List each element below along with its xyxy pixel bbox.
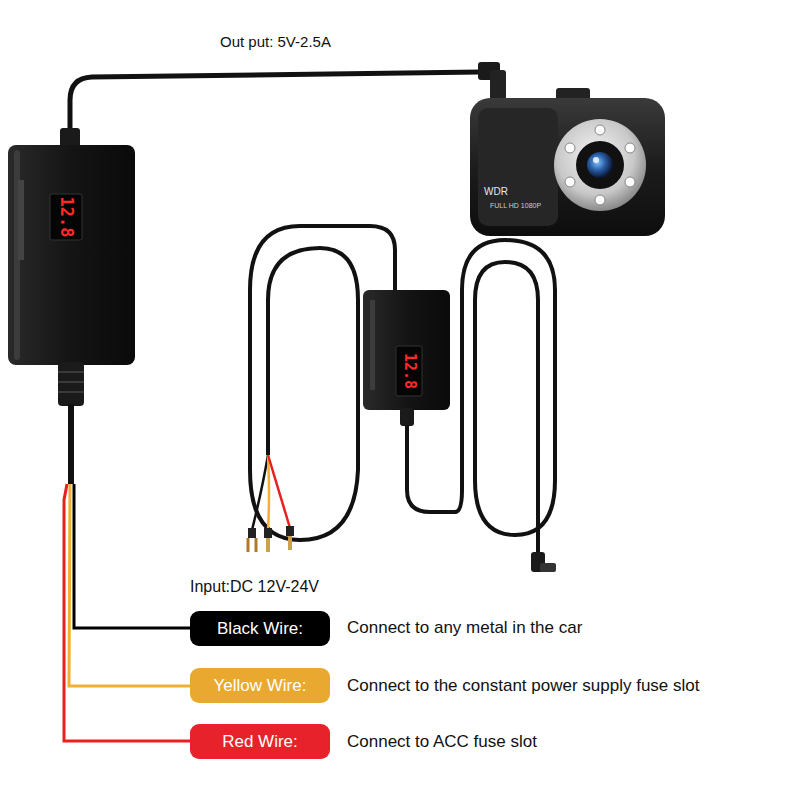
ir-led [595, 125, 605, 135]
box-highlight [370, 300, 375, 390]
lens-ring [554, 119, 646, 211]
cable-grommet [400, 408, 414, 426]
input-spec: Input:DC 12V-24V [190, 578, 319, 595]
ir-led [625, 143, 635, 153]
voltage-display: 12.8 [57, 197, 77, 238]
wire-name: Red Wire: [222, 732, 298, 752]
output-cable [70, 72, 480, 134]
camera-badge: WDR [484, 186, 508, 198]
wire-instruction: Connect to the constant power supply fus… [347, 676, 699, 695]
camera-badge: WDR [484, 186, 508, 197]
converter-box [363, 290, 450, 410]
wire-terminal [286, 526, 294, 536]
ir-led [565, 143, 575, 153]
output-spec: Out put: 5V-2.5A [220, 33, 331, 50]
usb-plug [540, 563, 556, 572]
voltage-display: 12.8 [56, 197, 76, 238]
coiled-cable [407, 240, 555, 556]
yellow-wire [69, 484, 190, 686]
black-wire [74, 484, 190, 628]
wire-tag: Black Wire: [190, 611, 330, 646]
yellow-wire [268, 455, 269, 530]
black-wire [252, 455, 268, 530]
ir-led [565, 177, 575, 187]
red-wire [268, 455, 290, 528]
grommet-ridge [58, 381, 84, 383]
ir-led [625, 177, 635, 187]
ir-led [595, 195, 605, 205]
output-spec: Out put: 5V-2.5A [220, 33, 331, 50]
wire-name: Yellow Wire: [214, 676, 307, 696]
wire-instruction: Connect to any metal in the car [347, 618, 582, 637]
led-display [396, 346, 422, 396]
fork-terminal [248, 538, 256, 552]
input-cable [68, 404, 74, 484]
camera-badge: FULL HD 1080P [490, 202, 541, 210]
wire-instruction: Connect to ACC fuse slot [347, 732, 537, 751]
converter-box [8, 145, 135, 365]
wire-terminal [264, 528, 272, 538]
camera-badge: FULL HD 1080P [490, 202, 541, 209]
box-side-print [18, 180, 24, 260]
cable-grommet [58, 362, 84, 406]
voltage-display: 12.8 [400, 353, 417, 389]
lens-barrel [576, 141, 624, 189]
coiled-cable [250, 226, 395, 540]
pin-terminal [288, 536, 292, 550]
wire-instruction: Connect to any metal in the car [347, 618, 582, 638]
lens-glass [587, 152, 613, 178]
camera-panel [478, 108, 558, 226]
pin-terminal [266, 538, 270, 552]
input-spec: Input:DC 12V-24V [190, 578, 319, 596]
wire-name: Black Wire: [217, 619, 303, 639]
lens-glint [593, 157, 599, 163]
led-display [50, 194, 82, 240]
grommet-ridge [58, 371, 84, 373]
voltage-display: 12.8 [401, 353, 419, 389]
usb-plug [490, 70, 506, 100]
dash-camera [470, 98, 665, 236]
wire-tag: Yellow Wire: [190, 668, 330, 703]
wire-terminal [248, 528, 256, 538]
red-wire [64, 484, 190, 741]
wire-instruction: Connect to the constant power supply fus… [347, 676, 699, 696]
wire-tag: Red Wire: [190, 724, 330, 759]
grommet-ridge [58, 391, 84, 393]
wire-instruction: Connect to ACC fuse slot [347, 732, 537, 752]
